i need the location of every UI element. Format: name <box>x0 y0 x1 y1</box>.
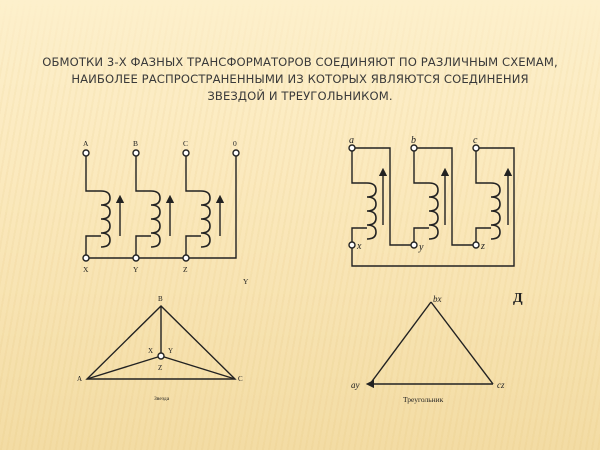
delta-schematic <box>348 144 515 267</box>
delta-caption: Треугольник <box>403 395 444 404</box>
delta-vertex-cz: cz <box>497 380 505 390</box>
slide-title: ОБМОТКИ 3-Х ФАЗНЫХ ТРАНСФОРМАТОРОВ СОЕДИ… <box>0 54 600 105</box>
delta-label-y: y <box>418 242 424 253</box>
star-label-B: B <box>133 139 138 148</box>
title-line-3: ЗВЕЗДОЙ И ТРЕУГОЛЬНИКОМ. <box>207 89 393 103</box>
star-vertex-B: B <box>158 295 163 303</box>
star-vertex-A: A <box>77 375 82 383</box>
star-symbol: Y <box>243 277 249 286</box>
star-center-X: X <box>148 347 153 355</box>
delta-vector-diagram <box>365 301 494 389</box>
star-center-Z: Z <box>158 364 162 372</box>
delta-label-b: b <box>411 135 416 146</box>
delta-symbol: Д <box>513 291 523 306</box>
star-label-C: C <box>183 139 188 148</box>
delta-label-a: a <box>349 135 354 146</box>
star-label-X: X <box>83 265 89 274</box>
star-vector-diagram <box>85 305 237 380</box>
delta-label-z: z <box>480 241 485 252</box>
delta-label-x: x <box>356 241 362 252</box>
title-line-2: НАИБОЛЕЕ РАСПРОСТРАНЕННЫМИ ИЗ КОТОРЫХ ЯВ… <box>71 72 529 86</box>
star-caption: Звезда <box>154 396 170 402</box>
star-center-Y: Y <box>168 347 173 355</box>
title-line-1: ОБМОТКИ 3-Х ФАЗНЫХ ТРАНСФОРМАТОРОВ СОЕДИ… <box>42 55 558 69</box>
star-vertex-C: C <box>238 375 243 383</box>
delta-vertex-bx: bx <box>433 294 442 304</box>
delta-vertex-ay: ay <box>351 380 360 390</box>
delta-label-c: c <box>473 135 478 146</box>
star-schematic <box>82 149 240 262</box>
star-label-Z: Z <box>183 265 188 274</box>
star-label-0: 0 <box>233 139 237 148</box>
star-label-A: A <box>83 139 89 148</box>
star-label-Y: Y <box>133 265 139 274</box>
